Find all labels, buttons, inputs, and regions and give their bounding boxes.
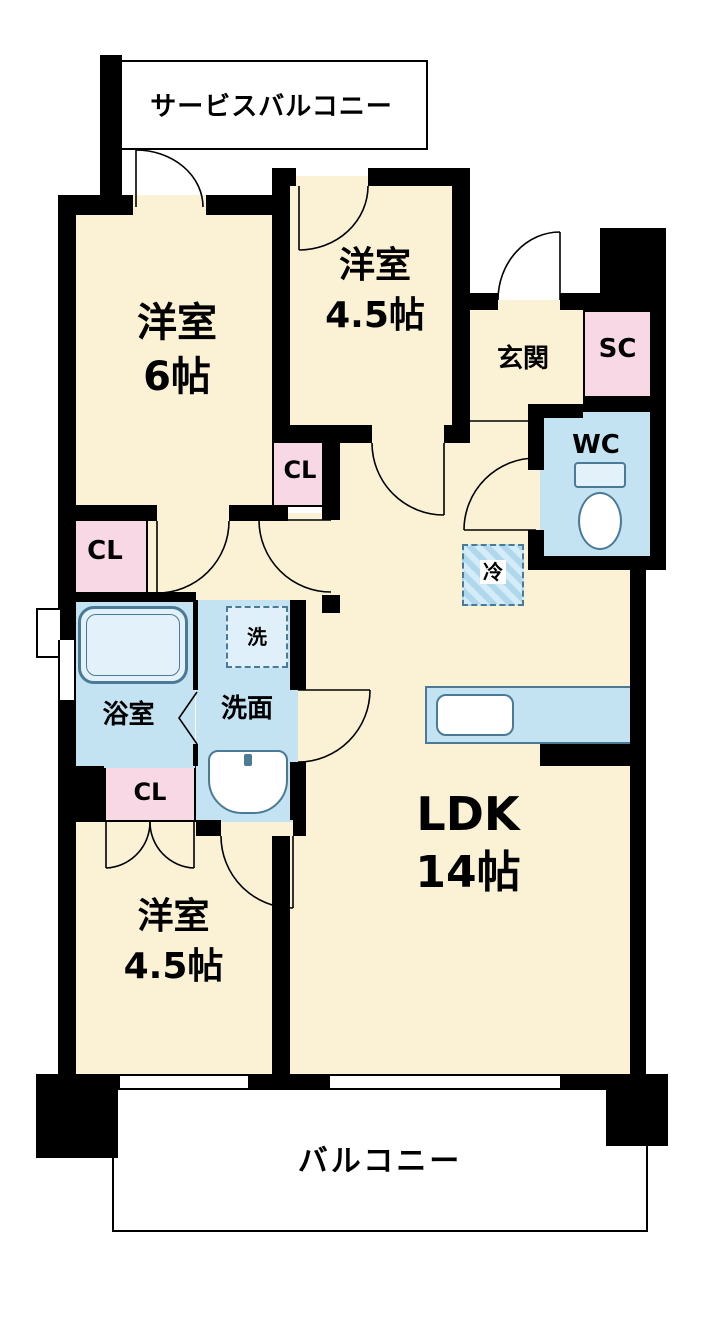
wall-segment <box>322 595 340 613</box>
wall-segment <box>290 600 306 690</box>
label-bedroom45-bottom-name: 洋室 <box>137 896 210 937</box>
wall-segment <box>193 600 198 690</box>
window-bathroom <box>58 640 76 700</box>
wall-segment <box>560 293 600 310</box>
room-ldk <box>298 560 638 1080</box>
wall-segment <box>272 168 296 186</box>
window-bedroom45-bottom <box>120 1074 248 1090</box>
label-wc: WC <box>572 430 620 460</box>
wall-block <box>606 1074 668 1146</box>
label-washroom: 洗面 <box>220 694 273 724</box>
bathtub-fixture <box>78 606 188 684</box>
door-arc-bedroom45-top <box>371 442 445 516</box>
pipe-shaft-box <box>36 608 62 658</box>
wall-segment <box>206 195 288 215</box>
room-bedroom45-top <box>288 176 462 443</box>
door-arc-bedroom6-balcony <box>135 149 204 208</box>
label-bedroom6-name: 洋室 <box>137 300 217 346</box>
wall-segment <box>290 762 306 820</box>
wall-segment <box>444 425 470 443</box>
door-arc-closet-right-leaf <box>149 821 195 869</box>
label-ldk-name: LDK <box>416 787 520 841</box>
door-arc-front-door <box>497 231 561 301</box>
wall-segment <box>650 312 666 558</box>
label-refrigerator: 冷 <box>462 560 524 584</box>
wall-segment <box>368 168 470 186</box>
wall-segment <box>196 820 221 836</box>
label-service-balcony: サービスバルコニー <box>150 92 393 122</box>
room-bedroom45-bottom <box>66 815 298 1080</box>
door-arc-washroom-ldk <box>297 689 371 763</box>
label-balcony: バルコニー <box>297 1144 463 1179</box>
wall-segment <box>70 766 104 822</box>
label-bedroom45-bottom-size: 4.5帖 <box>123 946 224 987</box>
wall-block <box>36 1074 118 1158</box>
wall-segment <box>630 570 646 1090</box>
door-arc-wc <box>463 457 537 531</box>
wall-segment <box>272 836 290 1074</box>
wall-segment <box>193 744 198 766</box>
wall-segment <box>293 820 306 836</box>
door-arc-bedroom45-balcony <box>298 185 369 251</box>
label-shoe-closet: SC <box>598 334 637 364</box>
toilet-tank <box>574 462 626 488</box>
wall-segment <box>58 505 157 521</box>
bath-folding-door <box>178 691 198 745</box>
door-arc-bedroom45-bottom <box>220 835 294 909</box>
label-closet-top: CL <box>283 456 317 484</box>
wall-segment <box>58 195 133 215</box>
label-entrance: 玄関 <box>496 344 549 374</box>
label-bedroom6-size: 6帖 <box>143 354 211 400</box>
label-closet-left: CL <box>87 536 123 566</box>
kitchen-sink <box>436 694 514 736</box>
door-arc-bedroom6 <box>156 520 230 594</box>
door-arc-closet-left-leaf <box>105 821 151 869</box>
label-bathroom: 浴室 <box>102 700 155 730</box>
wall-segment <box>540 744 630 766</box>
label-ldk-size: 14帖 <box>415 847 521 898</box>
label-refrigerator-text: 冷 <box>480 560 506 584</box>
wall-segment <box>452 293 498 310</box>
wall-segment <box>272 168 290 443</box>
label-closet-bottom: CL <box>133 778 167 806</box>
toilet-bowl <box>578 492 622 550</box>
wall-segment <box>540 556 666 570</box>
washing-machine-pan: 洗 <box>226 606 288 668</box>
washbasin-fixture <box>208 750 288 814</box>
wall-segment <box>100 55 122 215</box>
wall-segment <box>58 592 196 602</box>
faucet-icon <box>244 754 252 766</box>
refrigerator-space <box>462 544 524 606</box>
wall-segment <box>583 396 666 412</box>
label-bedroom45-top-size: 4.5帖 <box>325 295 425 336</box>
wall-segment <box>322 425 340 520</box>
balcony <box>112 1090 648 1232</box>
door-arc-hall-corridor <box>258 519 332 593</box>
service-balcony <box>115 60 428 150</box>
room-bedroom6 <box>66 195 288 521</box>
bathtub-inner-line <box>86 614 180 676</box>
closet-bottom-cl <box>104 766 196 822</box>
washer-label: 洗 <box>247 624 267 649</box>
wall-segment <box>229 505 288 521</box>
label-bedroom45-top-name: 洋室 <box>338 245 411 286</box>
window-ldk <box>330 1074 560 1090</box>
wall-block <box>600 228 666 312</box>
wall-segment <box>528 404 544 470</box>
